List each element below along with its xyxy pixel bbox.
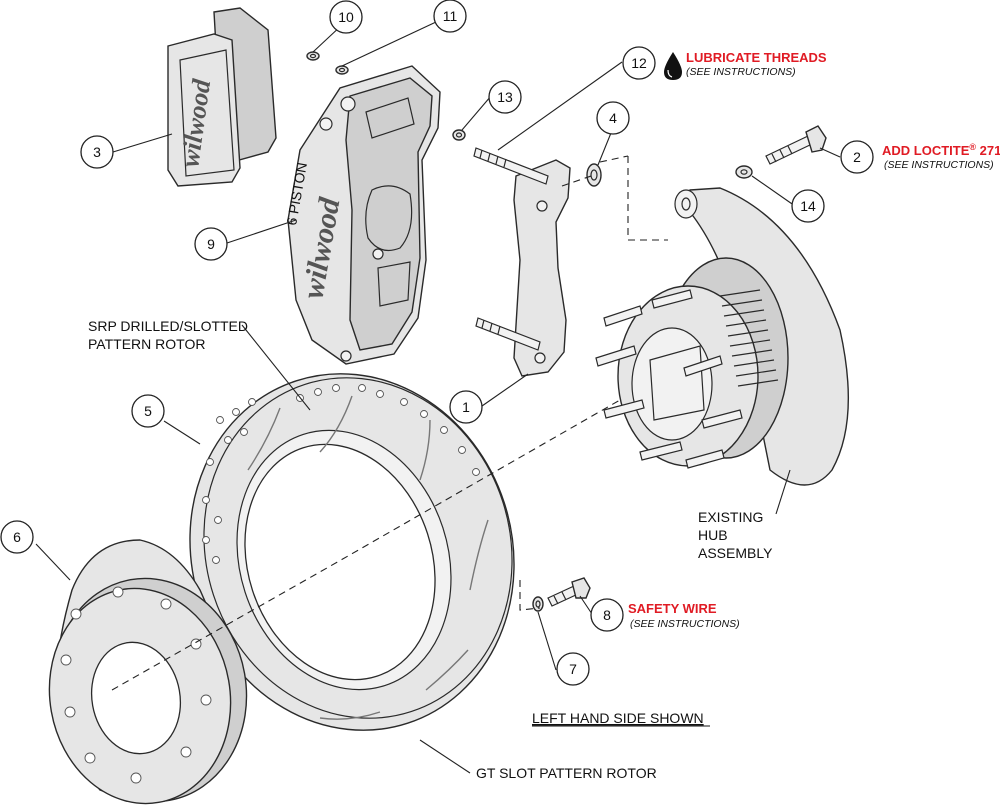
callout-6-number: 6	[13, 529, 21, 545]
callout-8: 8	[590, 598, 624, 632]
safety-wire-note: (SEE INSTRUCTIONS)	[630, 618, 740, 630]
callout-1: 1	[449, 390, 483, 424]
callout-7-number: 7	[569, 661, 577, 677]
assembly-centerlines	[111, 155, 668, 691]
callout-11: 11	[433, 0, 467, 33]
callout-10-number: 10	[338, 9, 354, 25]
bolt-2	[735, 125, 827, 179]
existing-hub-assembly	[595, 187, 849, 486]
bolt-8	[532, 577, 591, 612]
callout-13: 13	[488, 80, 522, 114]
callout-12: 12	[622, 46, 656, 80]
callout-11-number: 11	[443, 8, 458, 24]
oil-drop-icon	[664, 52, 682, 80]
hub-label-line2: HUB	[698, 527, 728, 543]
callout-1-number: 1	[462, 399, 470, 415]
srp-rotor-label-line1: SRP DRILLED/SLOTTED	[88, 318, 248, 334]
rotor-drill-holes	[202, 384, 480, 564]
hub-label-line3: ASSEMBLY	[698, 545, 773, 561]
washer-4	[586, 163, 602, 187]
callout-7: 7	[556, 652, 590, 686]
srp-drilled-slotted-rotor	[189, 373, 515, 731]
callout-14-number: 14	[800, 198, 816, 214]
callout-2: 2	[840, 140, 874, 174]
callout-8-number: 8	[603, 607, 611, 623]
callout-13-number: 13	[497, 89, 513, 105]
wheel-studs	[595, 289, 743, 469]
leader-lines	[35, 21, 841, 774]
lubricate-threads-note: (SEE INSTRUCTIONS)	[686, 66, 796, 78]
gt-slot-rotor-label: GT SLOT PATTERN ROTOR	[476, 765, 657, 781]
callout-5-number: 5	[144, 403, 152, 419]
mounting-bracket	[473, 147, 571, 377]
brake-pad: wilwood	[167, 7, 277, 187]
caliper: wilwood 6 PISTON	[283, 65, 441, 365]
callout-12-number: 12	[631, 55, 647, 71]
rotor-hat	[48, 539, 248, 805]
add-loctite-label: ADD LOCTITE® 271	[882, 142, 1000, 158]
callout-4: 4	[596, 101, 630, 135]
caliper-hardware	[306, 51, 466, 141]
callout-2-number: 2	[853, 149, 861, 165]
hat-bolt-holes	[60, 586, 212, 784]
callout-10: 10	[329, 0, 363, 34]
safety-wire-label: SAFETY WIRE	[628, 601, 717, 616]
left-hand-side-label: LEFT HAND SIDE SHOWN	[532, 710, 704, 726]
rotor-slots	[247, 395, 489, 720]
callout-9-number: 9	[207, 236, 215, 252]
callout-4-number: 4	[609, 110, 617, 126]
callout-5: 5	[131, 394, 165, 428]
add-loctite-note: (SEE INSTRUCTIONS)	[884, 159, 994, 171]
hub-label-line1: EXISTING	[698, 509, 763, 525]
callout-3-number: 3	[93, 144, 101, 160]
callout-9: 9	[194, 227, 228, 261]
callout-6: 6	[0, 520, 34, 554]
callout-14: 14	[791, 189, 825, 223]
srp-rotor-label-line2: PATTERN ROTOR	[88, 336, 205, 352]
lubricate-threads-label: LUBRICATE THREADS	[686, 50, 827, 65]
callout-3: 3	[80, 135, 114, 169]
